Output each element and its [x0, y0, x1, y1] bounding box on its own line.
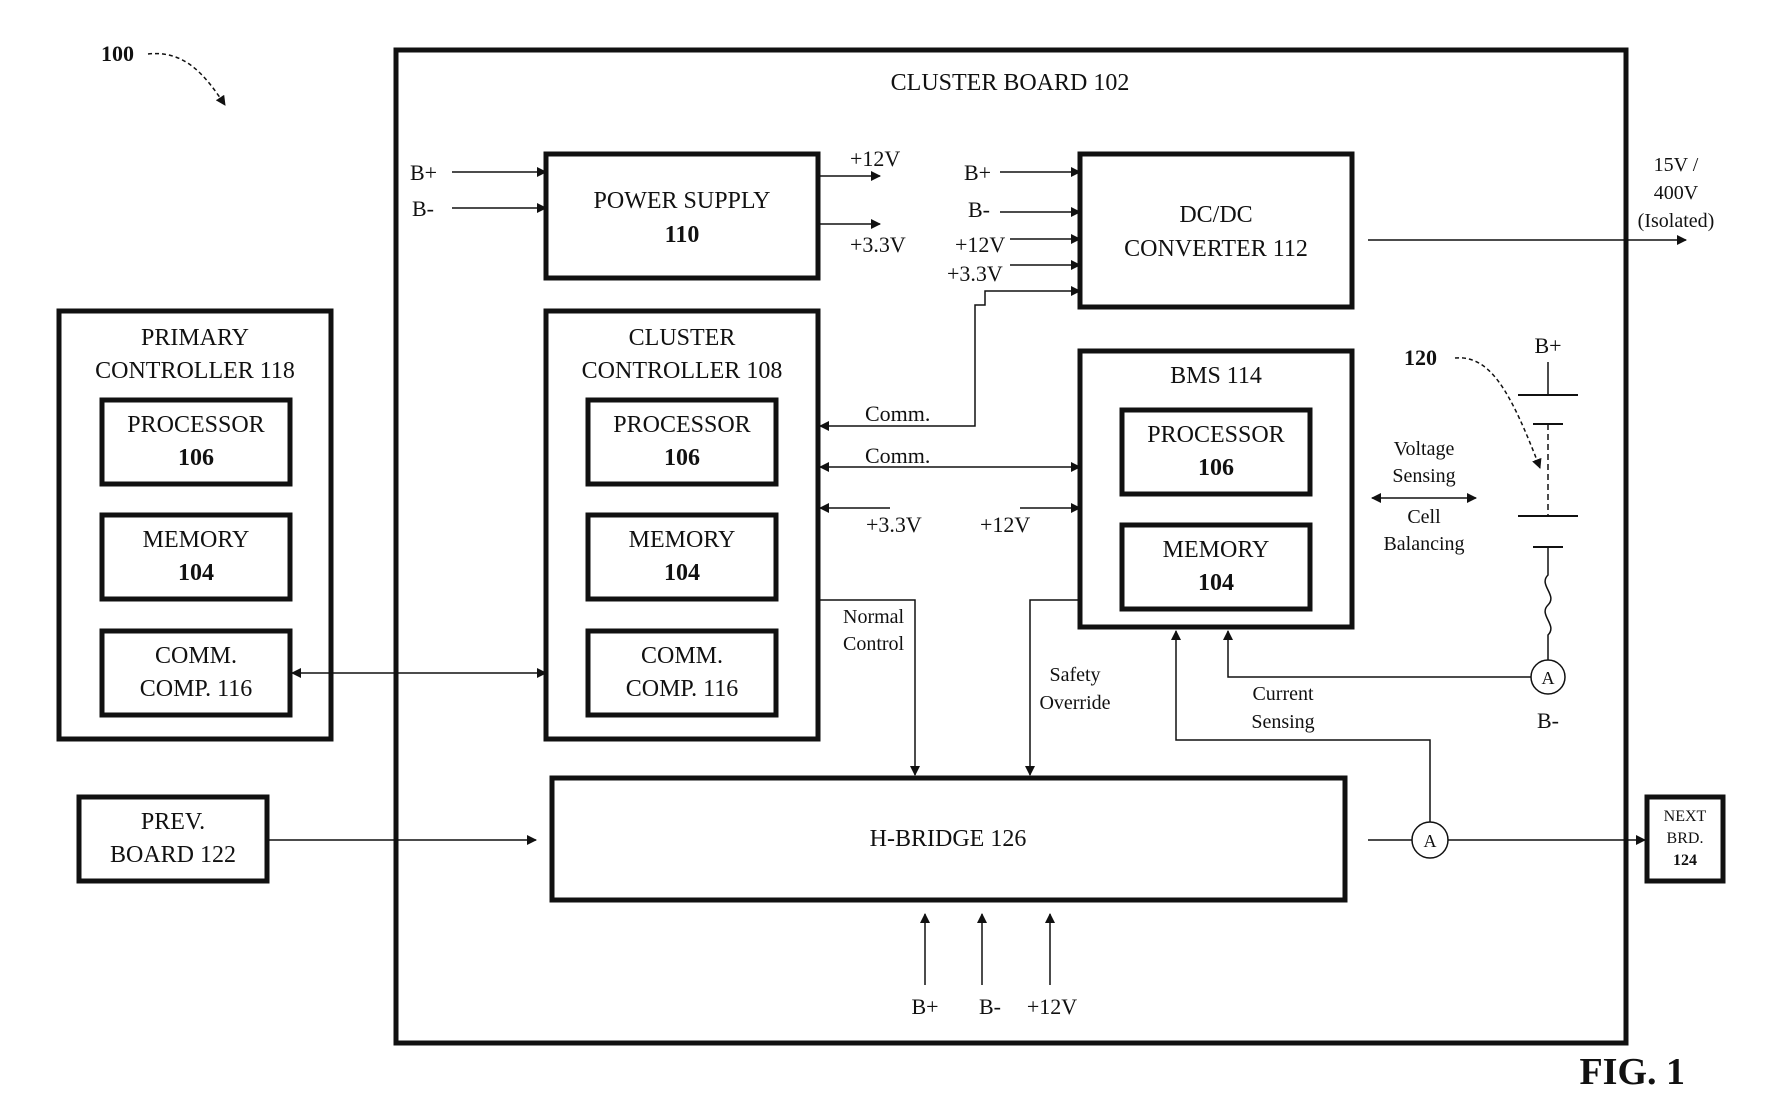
current-sensing-label-2: Sensing: [1251, 711, 1314, 733]
current-sensing-battery-line: [1228, 631, 1531, 677]
dcdc-output-label-2: 400V: [1654, 182, 1699, 204]
power-supply-box: [546, 154, 818, 278]
hbridge-ammeter-label: A: [1424, 831, 1437, 851]
cluster-comm-label-2: COMP. 116: [626, 676, 738, 702]
voltage-sensing-label-1: Voltage: [1394, 438, 1455, 460]
dcdc-12v-label: +12V: [955, 232, 1005, 257]
next-board-label-1: NEXT: [1664, 808, 1707, 825]
power-supply-ref: 110: [665, 222, 700, 248]
cell-balancing-label-1: Cell: [1407, 506, 1441, 528]
hb-12v-label: +12V: [1027, 994, 1077, 1019]
figure-label: FIG. 1: [1579, 1051, 1685, 1093]
battery-pos-label: B+: [1534, 333, 1561, 358]
power-supply-label: POWER SUPPLY: [594, 188, 771, 214]
cluster-controller-label-2: CONTROLLER 108: [582, 358, 783, 384]
primary-controller-label-1: PRIMARY: [141, 325, 249, 351]
battery-ammeter-label: A: [1542, 668, 1555, 688]
safety-override-label-2: Override: [1039, 692, 1110, 714]
dcdc-output-label-1: 15V /: [1654, 154, 1699, 176]
normal-control-label-1: Normal: [843, 606, 905, 628]
hb-bminus-label: B-: [979, 994, 1001, 1019]
dcdc-label-2: CONVERTER 112: [1124, 236, 1308, 262]
battery-ref: 120: [1404, 345, 1437, 370]
cluster-controller-label-1: CLUSTER: [629, 325, 736, 351]
cluster-memory-ref: 104: [664, 560, 700, 586]
battery-neg-label: B-: [1537, 708, 1559, 733]
normal-control-label-2: Control: [843, 633, 905, 655]
primary-processor-ref: 106: [178, 445, 214, 471]
battery-symbol: [1518, 362, 1578, 660]
ps-12v-out-label: +12V: [850, 146, 900, 171]
voltage-sensing-label-2: Sensing: [1392, 465, 1455, 487]
dcdc-box: [1080, 154, 1352, 307]
cluster-memory-label: MEMORY: [629, 527, 736, 553]
cell-balancing-label-2: Balancing: [1383, 533, 1464, 555]
next-board-label-2: BRD.: [1667, 830, 1704, 847]
primary-processor-label: PROCESSOR: [127, 412, 264, 438]
bms-memory-label: MEMORY: [1163, 537, 1270, 563]
figure-ref-leader: [148, 54, 225, 105]
current-sensing-label-1: Current: [1252, 683, 1314, 705]
hbridge-label: H-BRIDGE 126: [870, 826, 1027, 852]
cluster-comm-label-1: COMM.: [641, 643, 723, 669]
dcdc-33v-label: +3.3V: [947, 261, 1003, 286]
ps-33v-out-label: +3.3V: [850, 232, 906, 257]
bms-12v-label: +12V: [980, 512, 1030, 537]
dcdc-label-1: DC/DC: [1179, 202, 1252, 228]
primary-memory-ref: 104: [178, 560, 214, 586]
cc-33v-label: +3.3V: [866, 512, 922, 537]
hb-bplus-label: B+: [911, 994, 938, 1019]
primary-comm-label-1: COMM.: [155, 643, 237, 669]
cluster-board-label: CLUSTER BOARD 102: [891, 70, 1130, 96]
comm-label-bms: Comm.: [865, 443, 930, 468]
bms-processor-label: PROCESSOR: [1147, 422, 1284, 448]
primary-memory-label: MEMORY: [143, 527, 250, 553]
bms-memory-ref: 104: [1198, 570, 1234, 596]
safety-override-line: [1030, 600, 1080, 775]
primary-controller-label-2: CONTROLLER 118: [95, 358, 295, 384]
primary-comm-label-2: COMP. 116: [140, 676, 252, 702]
dcdc-output-label-3: (Isolated): [1638, 210, 1715, 232]
dcdc-bminus-label: B-: [968, 197, 990, 222]
safety-override-label-1: Safety: [1049, 664, 1100, 686]
prev-board-label-1: PREV.: [141, 809, 205, 835]
bms-processor-ref: 106: [1198, 455, 1234, 481]
ps-bminus-label: B-: [412, 196, 434, 221]
battery-ref-leader: [1455, 358, 1540, 468]
figure-ref: 100: [101, 41, 134, 66]
next-board-label-3: 124: [1673, 852, 1697, 869]
cluster-processor-label: PROCESSOR: [613, 412, 750, 438]
comm-link-cluster-dcdc: [820, 291, 1080, 426]
cluster-processor-ref: 106: [664, 445, 700, 471]
bms-label: BMS 114: [1170, 363, 1262, 389]
comm-label-dcdc: Comm.: [865, 401, 930, 426]
dcdc-bplus-label: B+: [964, 160, 991, 185]
ps-bplus-label: B+: [410, 160, 437, 185]
prev-board-label-2: BOARD 122: [110, 842, 236, 868]
